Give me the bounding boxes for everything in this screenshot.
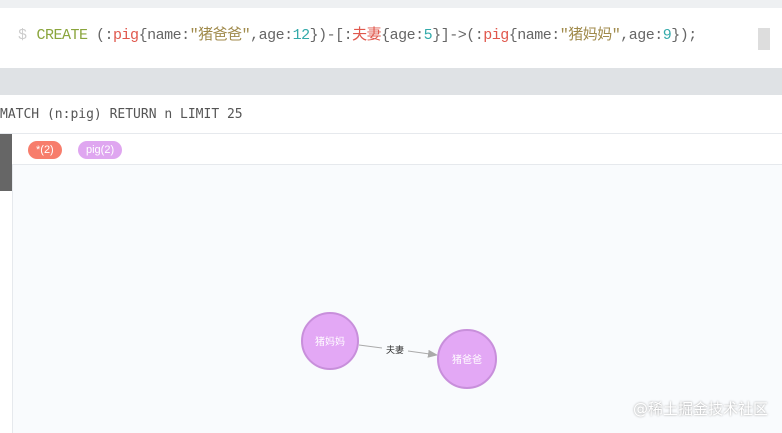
divider-band (0, 68, 782, 95)
divider (0, 133, 782, 134)
frame-sidebar (0, 134, 13, 433)
token: ,age: (620, 27, 663, 44)
prompt-symbol: $ (18, 27, 27, 44)
node-label: 猪爸爸 (452, 353, 482, 366)
token: 12 (292, 27, 311, 44)
token: 夫妻 (352, 27, 382, 44)
editor-line: $CREATE (:pig{name:"猪爸爸",age:12})-[:夫妻{a… (18, 23, 697, 44)
frame-query[interactable]: MATCH (n:pig) RETURN n LIMIT 25 (0, 107, 243, 122)
token: {age: (381, 27, 424, 44)
token: CREATE (36, 27, 89, 44)
token: ,age: (250, 27, 293, 44)
query-editor[interactable]: $CREATE (:pig{name:"猪爸爸",age:12})-[:夫妻{a… (0, 0, 782, 68)
relationship-line[interactable] (358, 344, 383, 349)
token: pig (483, 27, 509, 44)
pill-all-nodes[interactable]: *(2) (28, 141, 62, 159)
token: {name: (508, 27, 561, 44)
text-cursor (758, 28, 770, 50)
legend-bar: *(2) pig(2) (12, 134, 782, 165)
token: }); (671, 27, 697, 44)
token: "猪爸爸" (189, 27, 251, 44)
token: pig (113, 27, 139, 44)
token: "猪妈妈" (559, 27, 621, 44)
relationship-label: 夫妻 (386, 344, 404, 356)
watermark: @稀土掘金技术社区 (632, 400, 768, 418)
sidebar-tab-graph[interactable] (0, 134, 12, 191)
token: {name: (138, 27, 191, 44)
token: (: (87, 27, 114, 44)
token: })-[: (309, 27, 353, 44)
token: 9 (662, 27, 672, 44)
relationship-arrow[interactable] (407, 349, 438, 358)
graph-node[interactable]: 猪爸爸 (437, 329, 497, 389)
node-label: 猪妈妈 (315, 335, 345, 348)
graph-node[interactable]: 猪妈妈 (301, 312, 359, 370)
graph-canvas[interactable]: 夫妻 猪妈妈 猪爸爸 (13, 165, 782, 433)
token: 5 (423, 27, 433, 44)
token: }]->(: (432, 27, 484, 44)
pill-pig-label[interactable]: pig(2) (78, 141, 123, 159)
